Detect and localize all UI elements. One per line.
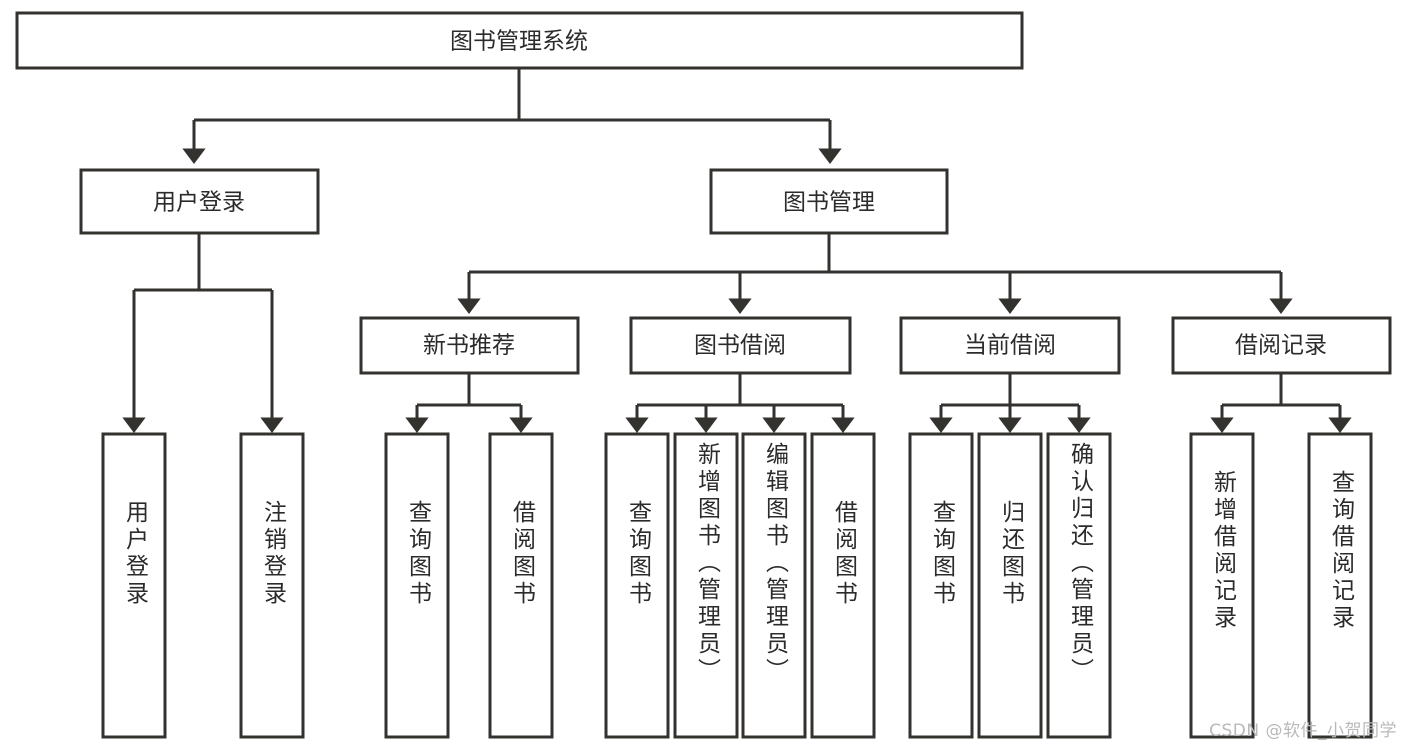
node-user-login-box[interactable] (79, 168, 320, 235)
node-book-management-label: 图书管理 (783, 190, 875, 216)
leaf-box-2[interactable] (384, 432, 450, 739)
node-book-management-box[interactable] (709, 168, 949, 235)
node-book-management[interactable]: 图书管理 (709, 168, 949, 235)
edges-group (122, 68, 1352, 433)
node-new-book-recommend[interactable]: 新书推荐 (359, 316, 580, 375)
node-new-book-recommend-box[interactable] (359, 316, 580, 375)
leaf-boxes-group (101, 432, 1373, 739)
node-root-box[interactable] (15, 11, 1024, 70)
leaf-box-12[interactable] (1307, 432, 1373, 739)
node-user-login[interactable]: 用户登录 (79, 168, 320, 235)
leaf-box-9[interactable] (977, 432, 1043, 739)
node-current-borrow-label: 当前借阅 (964, 333, 1056, 359)
node-book-borrow[interactable]: 图书借阅 (629, 316, 852, 375)
leaf-box-4[interactable] (604, 432, 670, 739)
node-new-book-recommend-label: 新书推荐 (423, 333, 515, 359)
node-root[interactable]: 图书管理系统 (15, 11, 1024, 70)
leaf-box-8[interactable] (908, 432, 974, 739)
node-root-label: 图书管理系统 (450, 29, 588, 55)
leaf-box-11[interactable] (1189, 432, 1255, 739)
leaf-box-10[interactable] (1046, 432, 1112, 739)
leaf-box-1[interactable] (239, 432, 305, 739)
node-borrow-record-box[interactable] (1171, 316, 1392, 375)
node-current-borrow-box[interactable] (899, 316, 1121, 375)
leaf-box-6[interactable] (741, 432, 807, 739)
node-book-borrow-box[interactable] (629, 316, 852, 375)
leaf-box-5[interactable] (673, 432, 739, 739)
node-current-borrow[interactable]: 当前借阅 (899, 316, 1121, 375)
leaf-box-7[interactable] (810, 432, 876, 739)
node-book-borrow-label: 图书借阅 (694, 333, 786, 359)
node-user-login-label: 用户登录 (153, 190, 245, 216)
leaf-box-3[interactable] (488, 432, 554, 739)
node-borrow-record-label: 借阅记录 (1235, 333, 1327, 359)
leaf-box-0[interactable] (101, 432, 167, 739)
node-borrow-record[interactable]: 借阅记录 (1171, 316, 1392, 375)
csdn-watermark: CSDN @软件_小贺同学 (1209, 721, 1397, 741)
